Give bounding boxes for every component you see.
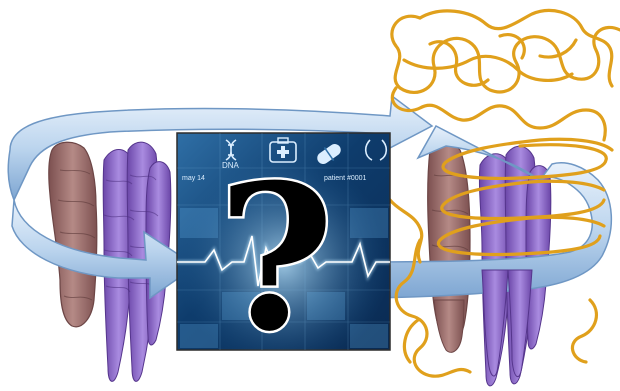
question-mark: ? (217, 141, 334, 376)
date-label: may 14 (182, 175, 205, 182)
digital-health-panel: DNA may 14 patient #0001 ? (177, 133, 390, 376)
